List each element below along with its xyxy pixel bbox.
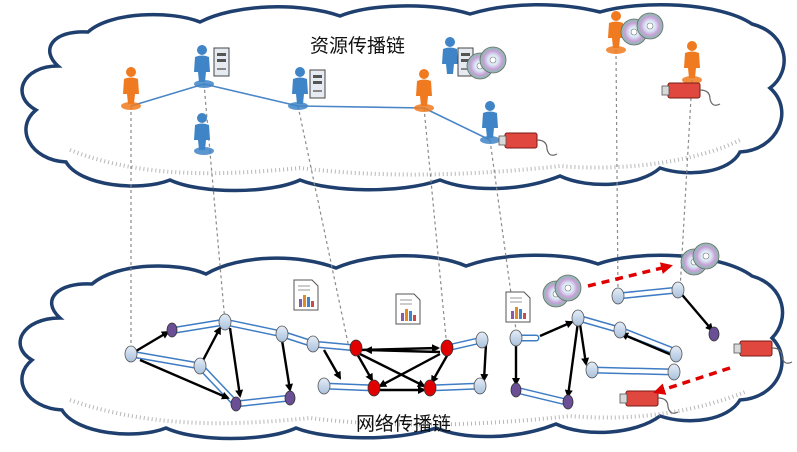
propagation-arrows [587,262,731,395]
document-chart-icon [505,291,531,323]
layer-mapping-lines [130,49,693,349]
computer-icon [213,47,230,77]
disc-icon [479,46,507,74]
network-node-infected [562,394,574,410]
network-node [473,377,487,395]
network-pipes [127,286,682,408]
resource-links [130,83,491,141]
network-node [193,357,207,375]
network-node-source [423,379,437,397]
network-chain-cloud [18,253,785,441]
network-chain-label: 网络传播链 [356,413,451,435]
resource-chain-label: 资源传播链 [310,35,405,57]
network-node-source [367,379,381,397]
network-nodes [124,281,720,412]
network-node [613,321,627,339]
network-node [571,309,585,327]
network-node [611,287,625,305]
network-node [306,335,320,353]
disc-icon [554,274,582,302]
computer-icon [309,69,326,99]
resource-node [606,46,626,54]
network-node-infected [166,322,178,338]
resource-node [414,104,434,112]
disc-icon [636,12,664,40]
network-node [509,329,523,347]
disc-icon [692,242,720,270]
resource-node [121,102,141,110]
resource-node [480,136,500,144]
network-node [218,313,232,331]
network-node [475,331,489,349]
network-node-source [349,339,363,357]
network-node [275,325,289,343]
resource-node [682,76,702,84]
document-chart-icon [293,279,319,311]
network-node [585,361,599,379]
network-node-source [440,339,454,357]
resource-chain-cloud [20,2,786,193]
document-chart-icon [395,293,421,325]
network-node-infected [230,396,242,412]
network-node [669,345,683,363]
resource-node [288,102,308,110]
network-node-infected [284,390,296,406]
network-node [667,363,681,381]
network-node [317,377,331,395]
resource-node [194,80,214,88]
network-node-infected [510,382,522,398]
network-node [124,345,138,363]
network-node [671,281,685,299]
network-node-infected [708,326,720,342]
